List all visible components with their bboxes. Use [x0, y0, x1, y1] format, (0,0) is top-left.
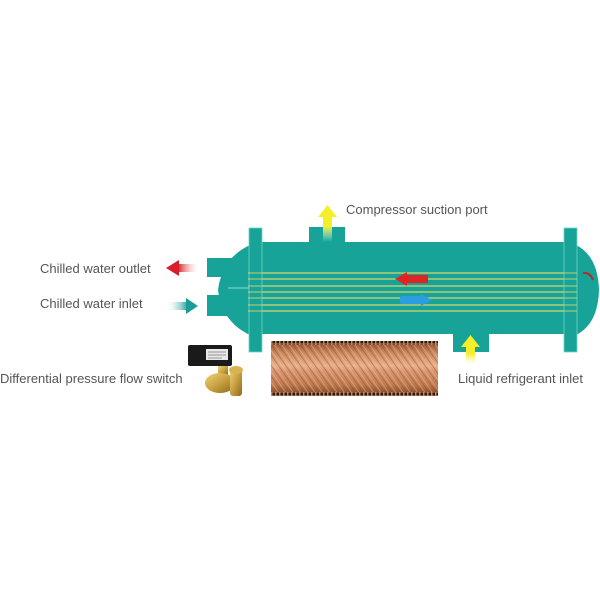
chilled-water-outlet-label: Chilled water outlet [40, 261, 151, 276]
return-flow-arrow-icon [582, 271, 594, 281]
differential-pressure-flow-switch-label: Differential pressure flow switch [0, 371, 183, 386]
left-flange [248, 227, 263, 353]
compressor-suction-port-label: Compressor suction port [346, 202, 488, 217]
right-flange [563, 227, 578, 353]
cold-supply-flow-arrow-icon [400, 294, 432, 306]
grooved-copper-tube-image [271, 341, 438, 396]
liquid-refrigerant-arrow-icon [461, 335, 480, 367]
chilled-water-outlet-nozzle [207, 258, 237, 277]
flow-switch-image [188, 345, 243, 396]
chilled-water-outlet-arrow-icon [166, 260, 200, 276]
shell-body [258, 242, 568, 334]
liquid-refrigerant-inlet-label: Liquid refrigerant inlet [458, 371, 584, 386]
right-end-cap [576, 245, 599, 335]
chilled-water-inlet-nozzle [207, 295, 237, 316]
evaporator-shell [207, 227, 599, 353]
chilled-water-inlet-label: Chilled water inlet [40, 296, 143, 311]
chilled-water-inlet-arrow-icon [166, 298, 198, 314]
hot-return-flow-arrow-icon [395, 272, 428, 286]
compressor-suction-arrow-icon [318, 205, 337, 242]
